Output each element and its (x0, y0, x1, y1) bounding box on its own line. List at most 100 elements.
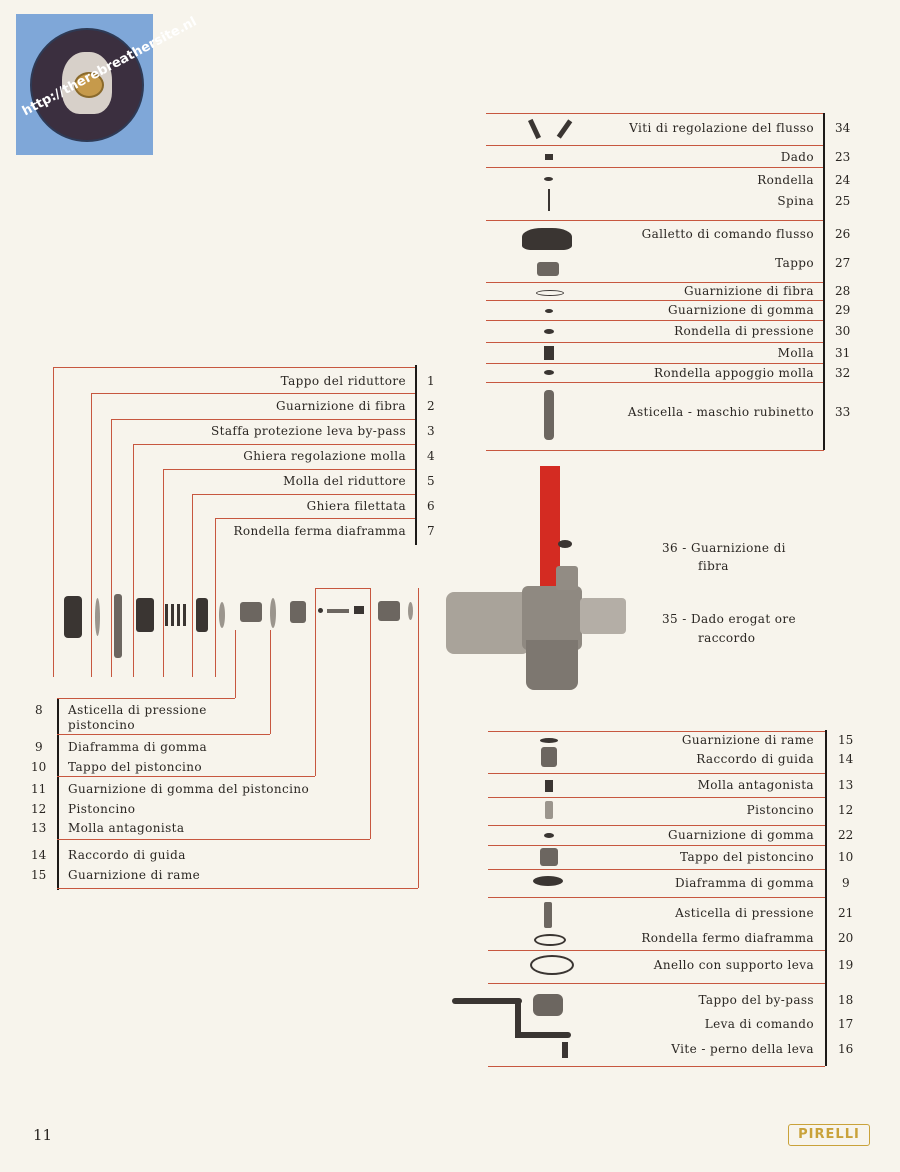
leader-line (418, 588, 419, 888)
leader-line (57, 839, 370, 840)
divider (486, 220, 824, 221)
divider (488, 897, 825, 898)
part-label: Leva di comando (704, 1017, 814, 1031)
divider (486, 282, 824, 283)
part-number: 15 (31, 868, 47, 882)
part-number: 20 (838, 931, 854, 945)
logo-badge (30, 28, 144, 142)
bypass-bracket-image (114, 594, 122, 658)
threaded-ring-image (196, 598, 208, 632)
part-label: Pistoncino (746, 803, 814, 817)
helmet-window-icon (74, 72, 104, 98)
leader-line (192, 494, 415, 495)
divider (486, 300, 824, 301)
leader-line (111, 419, 415, 420)
part-number: 6 (427, 499, 435, 513)
bypass-cap-image (533, 994, 563, 1016)
leader-line (53, 367, 54, 677)
fiber-gasket-image (558, 540, 572, 548)
part-label: Molla (777, 346, 814, 360)
rubber-diaphragm-image (533, 876, 563, 886)
part-number: 5 (427, 474, 435, 488)
outlet-nut-image (580, 598, 626, 634)
leader-line (91, 393, 92, 677)
part-number: 3 (427, 424, 435, 438)
valve-stem-image (544, 390, 554, 440)
part-number: 11 (31, 782, 47, 796)
divider (486, 145, 824, 146)
pressure-washer-image (544, 329, 554, 334)
part-label: Raccordo di guida (68, 848, 186, 862)
leader-line (215, 518, 415, 519)
part-label: Guarnizione di rame (681, 733, 814, 747)
part-label: Viti di regolazione del flusso (629, 121, 814, 135)
part-number: 7 (427, 524, 435, 538)
part-number: 9 (35, 740, 43, 754)
valve-part-label-line2: raccordo (698, 631, 756, 645)
part-label: Guarnizione di rame (68, 868, 201, 882)
part-number: 26 (835, 227, 851, 241)
part-number: 25 (835, 194, 851, 208)
site-logo: http://therebreathersite.nl (16, 14, 199, 155)
divider (488, 845, 825, 846)
part-number: 19 (838, 958, 854, 972)
part-number: 29 (835, 303, 851, 317)
part-label: Rondella ferma diaframma (233, 524, 406, 538)
reducer-cap-image (64, 596, 82, 638)
part-number: 13 (31, 821, 47, 835)
part-label: Dado (780, 150, 814, 164)
part-label: Diaframma di gomma (674, 876, 814, 890)
fiber-gasket-image (536, 290, 564, 296)
table-border (57, 698, 59, 890)
diaphragm-washer-image (219, 602, 225, 628)
divider (488, 731, 825, 732)
part-label: Galletto di comando flusso (641, 227, 814, 241)
part-number: 12 (838, 803, 854, 817)
part-number: 21 (838, 906, 854, 920)
leader-line (91, 393, 415, 394)
part-label: Vite - perno della leva (671, 1042, 814, 1056)
spring-washer-image (544, 370, 554, 375)
part-label: Spina (777, 194, 814, 208)
leader-line (111, 419, 112, 677)
part-label: Ghiera regolazione molla (243, 449, 406, 463)
divider (486, 342, 824, 343)
valve-part-label-line2: fibra (698, 559, 729, 573)
part-number: 23 (835, 150, 851, 164)
part-number: 13 (838, 778, 854, 792)
lever-screw-image (562, 1042, 568, 1058)
part-number: 10 (838, 850, 854, 864)
part-number: 10 (31, 760, 47, 774)
pressure-rod-image (240, 602, 262, 622)
part-label: Ghiera filettata (306, 499, 406, 513)
part-number: 4 (427, 449, 435, 463)
leader-line (192, 494, 193, 677)
part-number: 1 (427, 374, 435, 388)
control-lever-image (515, 1032, 571, 1038)
part-label: Rondella appoggio molla (653, 366, 814, 380)
part-label: Tappo del pistoncino (68, 760, 203, 774)
part-label: Guarnizione di gomma (668, 303, 814, 317)
part-label: Tappo del pistoncino (679, 850, 814, 864)
part-label: Pistoncino (68, 802, 136, 816)
valve-inlet-image (446, 592, 530, 654)
part-number: 14 (31, 848, 47, 862)
leader-line (57, 888, 418, 889)
part-label: Guarnizione di gomma (668, 828, 814, 842)
wing-nut-image (522, 228, 572, 250)
part-label: Molla antagonista (697, 778, 814, 792)
leader-line (270, 630, 271, 734)
part-label: Molla antagonista (68, 821, 185, 835)
part-number: 33 (835, 405, 851, 419)
leader-line (370, 588, 371, 839)
table-border (415, 365, 417, 545)
part-number: 30 (835, 324, 851, 338)
part-number: 12 (31, 802, 47, 816)
reducer-spring-image (165, 604, 187, 626)
divider (486, 450, 824, 451)
counter-spring-image (354, 606, 364, 614)
part-label: Guarnizione di fibra (684, 284, 814, 298)
part-label: Diaframma di gomma (68, 740, 208, 754)
part-number: 18 (838, 993, 854, 1007)
part-number: 14 (838, 752, 854, 766)
